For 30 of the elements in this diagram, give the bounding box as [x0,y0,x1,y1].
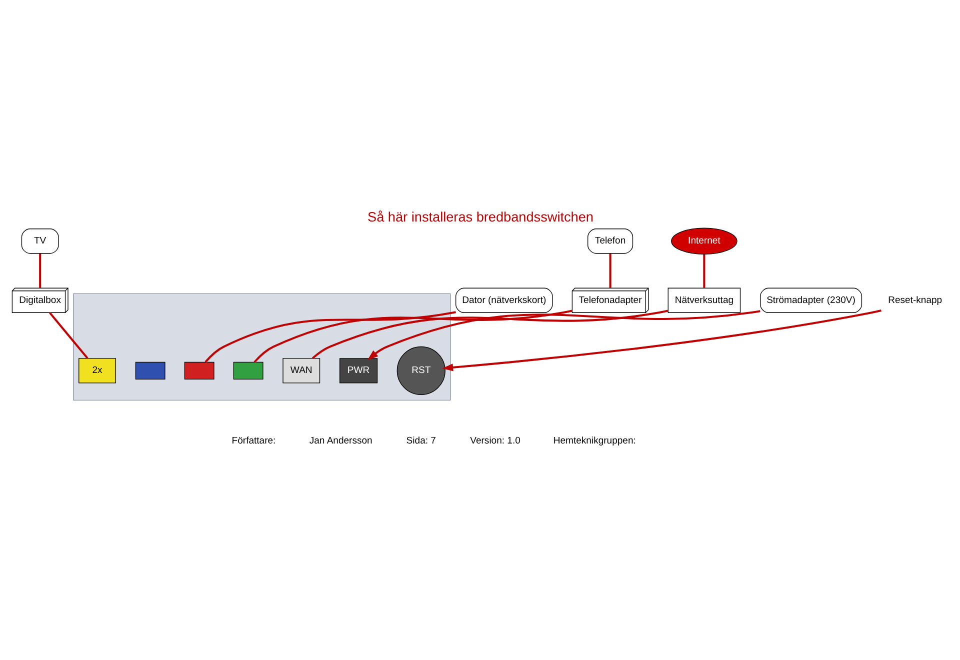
connector [48,312,88,358]
diagram-title: Så här installeras bredbandsswitchen [367,208,593,224]
connector [253,309,572,362]
node-text: Reset-knapp [888,294,942,306]
connector [38,253,41,288]
node-box: TV [20,228,58,254]
node-box: Telefon [587,228,633,254]
label: Jan Andersson [308,435,372,446]
cluster [72,292,450,400]
arrow [442,309,881,371]
node-box [184,361,214,380]
label: Version: 1.0 [470,435,520,446]
node-circle: RST [396,346,445,394]
node-box: 2x [78,358,116,383]
node-box: Strömadapter (230V) [759,287,862,312]
connector [204,310,456,362]
connector [608,253,611,288]
label: Författare: [231,435,276,446]
node-box: WAN [282,358,320,383]
connector [702,254,705,288]
node-box: PWR [338,358,378,383]
node-box: Nätverksuttag [667,287,740,312]
node-box [134,361,165,380]
connector [311,309,668,359]
node-box [232,361,263,380]
label: Hemteknikgruppen: [552,435,636,446]
node-box: Dator (nätverkskort) [455,287,552,312]
node-ellipse: Internet [670,227,737,254]
label: Sida: 7 [406,435,436,446]
arrow [366,310,760,360]
